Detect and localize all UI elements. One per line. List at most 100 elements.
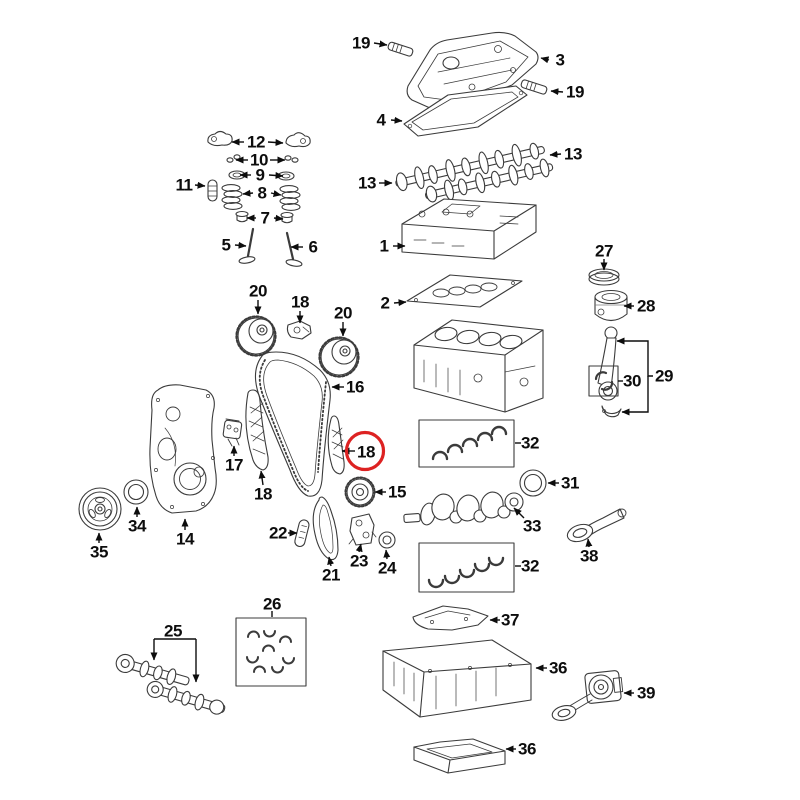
part-label-3: 3	[540, 51, 565, 70]
part-label-34: 34	[128, 506, 147, 536]
part-label-18-b: 18	[254, 470, 272, 504]
part-number-10: 10	[250, 151, 268, 170]
part-number-12: 12	[247, 133, 265, 152]
part-label-31: 31	[547, 474, 579, 493]
part-number-37: 37	[501, 611, 519, 630]
part-number-4: 4	[377, 111, 387, 130]
part-number-5: 5	[222, 236, 231, 255]
crank-pulley-part	[78, 487, 122, 531]
leader-line	[327, 556, 335, 567]
main-bearings-upper-part	[418, 419, 515, 468]
part-number-17: 17	[225, 456, 243, 475]
rear-seal-part	[519, 469, 547, 497]
part-number-35: 35	[90, 543, 108, 562]
valve-cover-part	[406, 31, 539, 110]
part-label-27: 27	[595, 242, 613, 271]
part-label-6: 6	[290, 238, 318, 257]
part-label-33: 33	[513, 507, 541, 536]
leader-line	[513, 507, 525, 519]
crank-sprocket-part	[344, 476, 376, 508]
part-number-28: 28	[637, 297, 655, 316]
leader-line	[616, 337, 653, 377]
part-label-16: 16	[331, 378, 364, 397]
tensioner-upper-part	[222, 418, 243, 447]
part-label-26: 26	[263, 595, 281, 617]
front-seal-part	[123, 479, 149, 505]
part-label-13-a: 13	[549, 145, 582, 164]
cam-sprocket-part-a	[235, 315, 277, 357]
leader-line	[390, 116, 403, 124]
part-number-9: 9	[256, 166, 265, 185]
leader-line	[194, 181, 206, 189]
part-label-12: 12	[231, 133, 284, 152]
part-number-31: 31	[561, 474, 579, 493]
part-number-3: 3	[556, 51, 565, 70]
part-number-32-a: 32	[521, 434, 539, 453]
part-label-13-b: 13	[358, 174, 393, 193]
part-number-23: 23	[350, 552, 368, 571]
part-label-22: 22	[269, 524, 298, 543]
part-label-39: 39	[623, 684, 655, 703]
piston-rings-part	[588, 268, 620, 286]
part-label-4: 4	[377, 111, 403, 130]
part-label-18-c: 18	[341, 430, 386, 472]
part-label-2: 2	[381, 294, 407, 313]
rocker-arm-part-b	[285, 132, 311, 148]
leader-line	[273, 214, 284, 222]
rocker-arm-part-a	[207, 130, 233, 147]
part-label-14: 14	[176, 518, 195, 549]
leader-line	[621, 376, 649, 416]
camshaft-part-b	[425, 158, 554, 203]
part-label-20-a: 20	[249, 282, 267, 315]
part-number-1: 1	[380, 237, 389, 256]
part-label-35: 35	[90, 532, 108, 562]
part-number-36-a: 36	[549, 659, 567, 678]
part-label-10: 10	[235, 151, 286, 170]
leader-line	[383, 549, 391, 560]
part-label-19-a: 19	[352, 34, 388, 53]
head-gasket-part	[406, 274, 523, 308]
part-label-36-b: 36	[505, 740, 536, 759]
leader-line	[540, 56, 550, 64]
part-number-30: 30	[623, 372, 641, 391]
leader-line	[242, 189, 254, 197]
leader-line	[393, 299, 407, 307]
part-number-39: 39	[637, 684, 655, 703]
part-number-34: 34	[128, 517, 147, 536]
chain-guide-right-part	[327, 415, 345, 475]
part-label-8: 8	[242, 184, 282, 203]
oil-pickup-part	[566, 508, 627, 543]
leader-line	[549, 150, 562, 158]
valve-stem-seals-part	[235, 210, 294, 224]
part-number-38: 38	[580, 547, 598, 566]
part-number-36-b: 36	[518, 740, 536, 759]
highlight-circle	[344, 430, 386, 472]
part-drawings	[78, 31, 628, 774]
part-number-24: 24	[378, 559, 397, 578]
part-number-2: 2	[381, 294, 390, 313]
part-number-8: 8	[258, 184, 267, 203]
stud-bolt-part-a	[387, 41, 414, 57]
part-label-19-b: 19	[550, 83, 584, 102]
part-number-25: 25	[164, 622, 182, 641]
part-number-22: 22	[269, 524, 287, 543]
part-number-6: 6	[309, 238, 318, 257]
leader-line	[355, 543, 363, 553]
part-number-13-a: 13	[564, 145, 582, 164]
part-label-1: 1	[380, 237, 406, 256]
part-number-32-b: 32	[521, 557, 539, 576]
part-label-32-a: 32	[515, 434, 539, 453]
part-label-28: 28	[623, 297, 655, 316]
leader-line	[268, 171, 284, 179]
rod-cap-part	[601, 405, 622, 418]
part-number-13-b: 13	[358, 174, 376, 193]
intake-valve-part	[238, 227, 256, 264]
part-label-9: 9	[239, 166, 284, 185]
part-number-19-a: 19	[352, 34, 370, 53]
part-number-21: 21	[322, 566, 340, 585]
part-number-18-c: 18	[357, 443, 375, 462]
part-number-20-b: 20	[334, 304, 352, 323]
leader-line	[373, 40, 388, 48]
part-number-18-a: 18	[291, 293, 309, 312]
